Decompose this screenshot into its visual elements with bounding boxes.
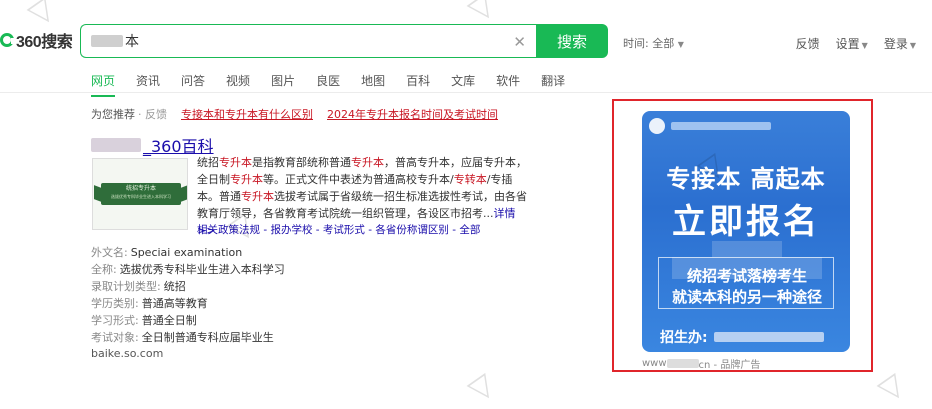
nav-divider (0, 92, 932, 93)
attr-value: 全日制普通专科应届毕业生 (141, 331, 274, 344)
keyword-highlight: 专升本 (351, 156, 384, 169)
nav-tabs: 网页 资讯 问答 视频 图片 良医 地图 百科 文库 软件 翻译 (91, 72, 586, 97)
ad-tagline-2: 就读本科的另一种途径 (671, 288, 822, 306)
blurred-brand (671, 122, 771, 130)
ad-source[interactable]: www cn - 品牌广告 (642, 356, 760, 371)
login-label: 登录 (883, 37, 908, 51)
thumb-subtitle: 选拔优秀专科毕业生进入本科学习 (111, 194, 171, 199)
abstract-segment: 是指教育部统称普通 (252, 156, 351, 169)
ad-banner[interactable]: 专接本 高起本 立即报名 统招考试落榜考生 就读本科的另一种途径 招生办: (642, 111, 850, 352)
keyword-highlight: 专升本 (230, 173, 263, 186)
abstract-text: 统招专升本是指教育部统称普通专升本，普高专升本，应届专升本，全日制专升本等。正式… (197, 156, 527, 220)
ad-contact: 招生办: (642, 322, 850, 352)
search-box[interactable]: 本 ✕ (80, 24, 536, 58)
attr-value: Speciai examination (130, 246, 243, 259)
search-input[interactable]: 本 (125, 34, 139, 50)
attr-value: 选拔优秀专科毕业生进入本科学习 (119, 263, 285, 276)
blurred-query (91, 35, 123, 47)
time-filter[interactable]: 时间: 全部 ▼ (623, 35, 684, 51)
ad-cta-headline: 立即报名 (672, 202, 820, 242)
keyword-highlight: 专升本 (219, 156, 252, 169)
attr-label: 考试对象: (91, 331, 139, 344)
attr-value: 普通全日制 (141, 314, 197, 327)
search-button[interactable]: 搜索 (536, 24, 608, 58)
details-link[interactable]: 详情>> (197, 207, 516, 237)
chevron-down-icon: ▼ (909, 41, 916, 50)
tab-qa[interactable]: 问答 (181, 74, 206, 88)
attr-row: 学历类别:普通高等教育 (91, 295, 285, 312)
abstract-segment: /专插本。普通 (197, 173, 513, 203)
ad-tagline-box: 统招考试落榜考生 就读本科的另一种途径 (658, 257, 834, 309)
ad-contact-label: 招生办: (660, 330, 708, 346)
recommend-link-1[interactable]: 专接本和专升本有什么区别 (181, 108, 313, 121)
tab-software[interactable]: 软件 (496, 74, 521, 88)
banner-image: 统招专升本 选拔优秀专科毕业生进入本科学习 (101, 183, 181, 205)
ad-headline: 专接本 高起本 (666, 165, 826, 193)
keyword-highlight: 专转本 (453, 173, 487, 186)
tab-web[interactable]: 网页 (91, 72, 116, 97)
result-title-link[interactable]: _360百科 (143, 137, 214, 156)
ad-source-suffix: cn - 品牌广告 (698, 360, 761, 371)
attr-label: 学历类别: (91, 297, 139, 310)
blurred-phone (713, 332, 824, 342)
result-attributes: 外文名:Speciai examination 全称:选拔优秀专科毕业生进入本科… (91, 244, 285, 346)
result-abstract: 统招专升本是指教育部统称普通专升本，普高专升本，应届专升本，全日制专升本等。正式… (197, 154, 532, 239)
close-icon[interactable]: ✕ (513, 33, 526, 51)
attr-row: 考试对象:全日制普通专科应届毕业生 (91, 329, 285, 346)
attr-label: 学习形式: (91, 314, 139, 327)
settings-label: 设置 (835, 37, 860, 51)
keyword-highlight: 专升本 (241, 190, 274, 203)
tab-video[interactable]: 视频 (226, 74, 251, 88)
login-link[interactable]: 登录▼ (884, 35, 916, 52)
tab-baike[interactable]: 百科 (406, 74, 431, 88)
chevron-down-icon: ▼ (677, 40, 684, 49)
result-source-url[interactable]: baike.so.com (91, 347, 164, 360)
result-thumbnail[interactable]: 统招专升本 选拔优秀专科毕业生进入本科学习 (92, 158, 188, 230)
abstract-segment: 选拔考试属于省级统一招生标准选拔性考试，由各省教育厅领导，各省教育考试院统一组织… (197, 190, 527, 220)
school-logo-icon (649, 118, 665, 134)
header-links: 反馈 设置▼ 登录▼ (796, 35, 916, 52)
ad-source-prefix: www (642, 358, 667, 369)
recommend-link-2[interactable]: 2024年专升本报名时间及考试时间 (327, 108, 498, 121)
tab-doctor[interactable]: 良医 (316, 74, 341, 88)
watermark: ▽ (462, 366, 502, 409)
blurred-title (91, 138, 141, 152)
thumb-title: 统招专升本 (125, 185, 156, 192)
abstract-segment: 统招 (197, 156, 219, 169)
building-graphic (672, 239, 822, 279)
attr-value: 统招 (163, 280, 186, 293)
logo-text: 360搜索 (16, 34, 73, 51)
feedback-link[interactable]: 反馈 (795, 37, 820, 51)
abstract-segment: ，普高专升本，应届专升本，全日制 (197, 156, 527, 186)
attr-label: 全称: (91, 263, 117, 276)
ad-tagline-1: 统招考试落榜考生 (686, 267, 807, 285)
ad-brand (649, 118, 771, 134)
attr-row: 全称:选拔优秀专科毕业生进入本科学习 (91, 261, 285, 278)
logo-icon (0, 33, 15, 47)
chevron-down-icon: ▼ (861, 41, 868, 50)
attr-label: 录取计划类型: (91, 280, 161, 293)
watermark: ▽ (872, 366, 912, 409)
recommend-bar: 为您推荐 · 反馈 专接本和专升本有什么区别 2024年专升本报名时间及考试时间 (91, 106, 498, 122)
attr-value: 普通高等教育 (141, 297, 208, 310)
abstract-segment: 等。正式文件中表述为普通高校专升本/ (263, 173, 454, 186)
attr-label: 外文名: (91, 246, 128, 259)
recommend-feedback[interactable]: · 反馈 (138, 108, 167, 121)
attr-row: 外文名:Speciai examination (91, 244, 285, 261)
tab-translate[interactable]: 翻译 (541, 74, 566, 88)
result-sublinks[interactable]: 相关政策法规 - 报办学校 - 考试形式 - 各省份称谓区别 - 全部 (197, 224, 481, 236)
settings-link[interactable]: 设置▼ (836, 35, 868, 52)
ad-highlight-frame (612, 99, 873, 372)
time-filter-label: 时间: 全部 (623, 37, 675, 50)
attr-row: 学习形式:普通全日制 (91, 312, 285, 329)
attr-row: 录取计划类型:统招 (91, 278, 285, 295)
blurred-domain (666, 359, 699, 368)
tab-news[interactable]: 资讯 (136, 74, 161, 88)
logo[interactable]: 360搜索 (0, 29, 73, 51)
tab-wenku[interactable]: 文库 (451, 74, 476, 88)
recommend-label: 为您推荐 (91, 108, 135, 121)
tab-map[interactable]: 地图 (361, 74, 386, 88)
tab-images[interactable]: 图片 (271, 74, 296, 88)
result-title[interactable]: _360百科 (91, 133, 214, 157)
